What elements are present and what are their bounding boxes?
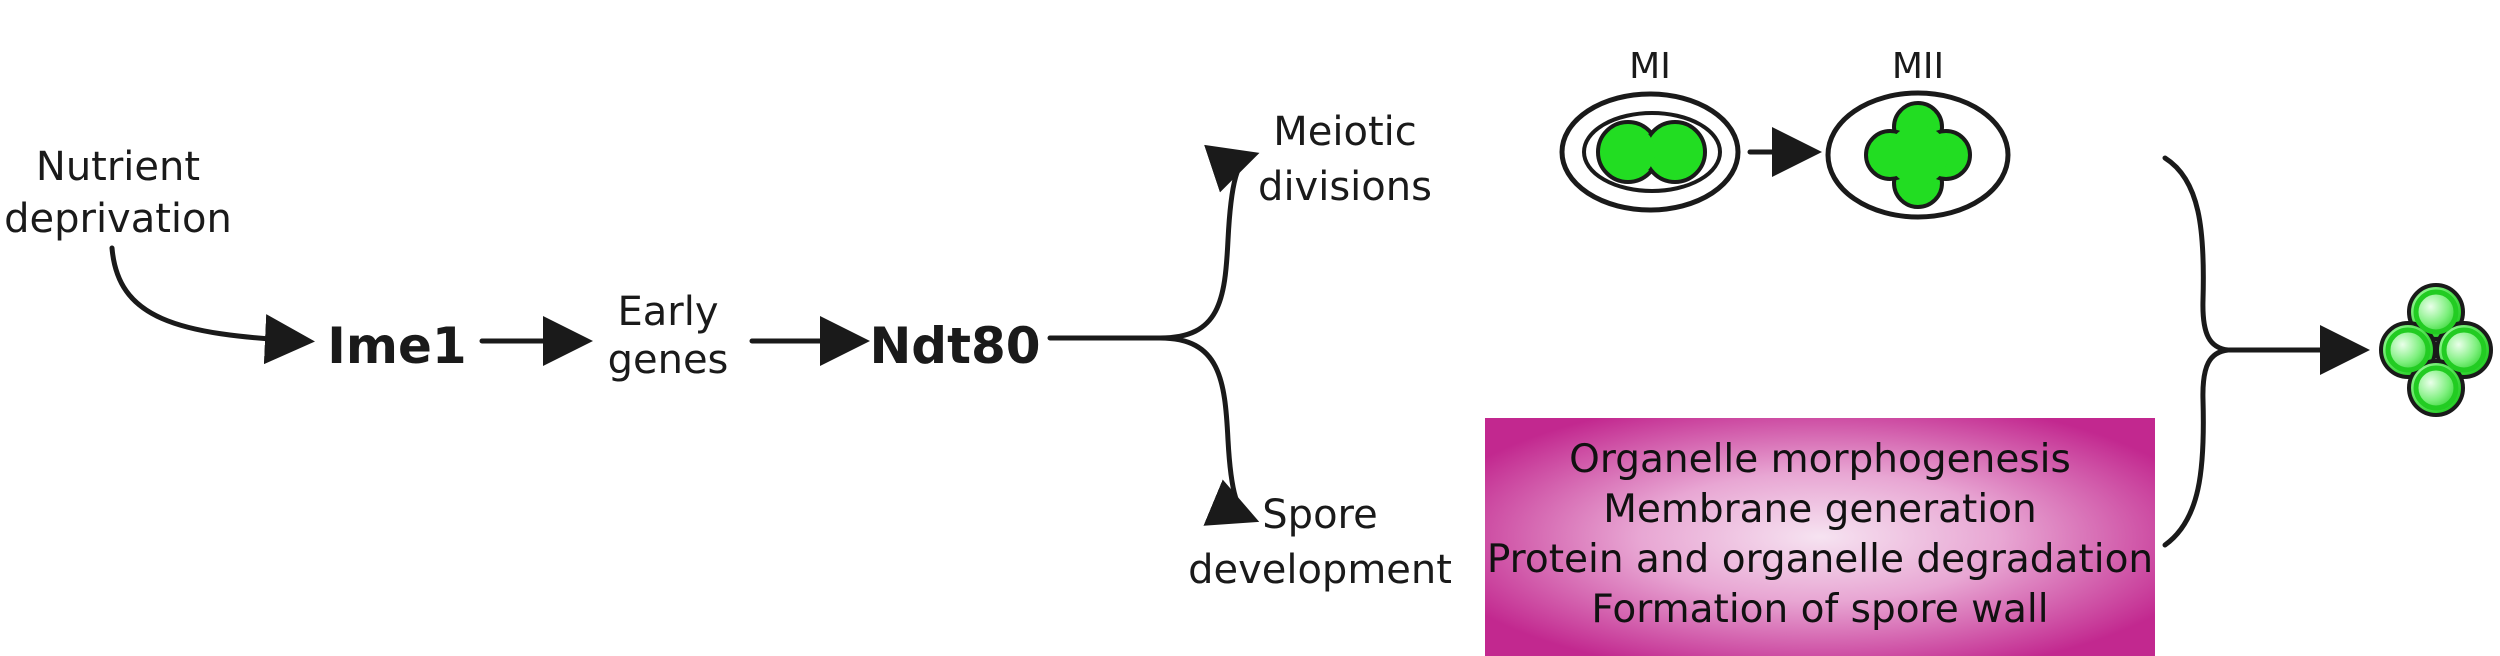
arrow-to-spore-development: [1157, 335, 1260, 526]
early-genes-label-line1: Early: [617, 289, 718, 335]
mi-label: MI: [1629, 46, 1671, 87]
ime1-label: Ime1: [327, 317, 466, 375]
box-item-formation-of-spore-wall: Formation of spore wall: [1591, 587, 2048, 632]
tetrad-spores-icon: [2379, 283, 2493, 417]
mii-label: MII: [1892, 46, 1944, 87]
box-item-protein-organelle-degradation: Protein and organelle degradation: [1487, 537, 2153, 582]
mii-cell-icon: [1825, 90, 2011, 220]
arrow-to-meiotic-divisions: [1157, 144, 1260, 341]
meiotic-divisions-label-line1: Meiotic: [1273, 109, 1417, 155]
spore-development-label-line1: Spore: [1262, 492, 1377, 538]
nutrient-deprivation-label-line1: Nutrient: [36, 144, 200, 190]
arrow-nutrient-to-ime1: [109, 245, 315, 365]
ndt80-label: Ndt80: [869, 317, 1040, 375]
box-item-membrane-generation: Membrane generation: [1603, 487, 2037, 532]
spore-development-box: [1485, 418, 2155, 656]
meiotic-divisions-label-line2: divisions: [1258, 164, 1432, 210]
early-genes-label-line2: genes: [608, 337, 729, 383]
nutrient-deprivation-label-line2: deprivation: [4, 196, 232, 242]
mi-cell-icon: [1559, 91, 1741, 213]
box-item-organelle-morphogenesis: Organelle morphogenesis: [1569, 437, 2071, 482]
spore-development-label-line2: development: [1188, 547, 1452, 593]
converging-brace: [2162, 155, 2229, 548]
